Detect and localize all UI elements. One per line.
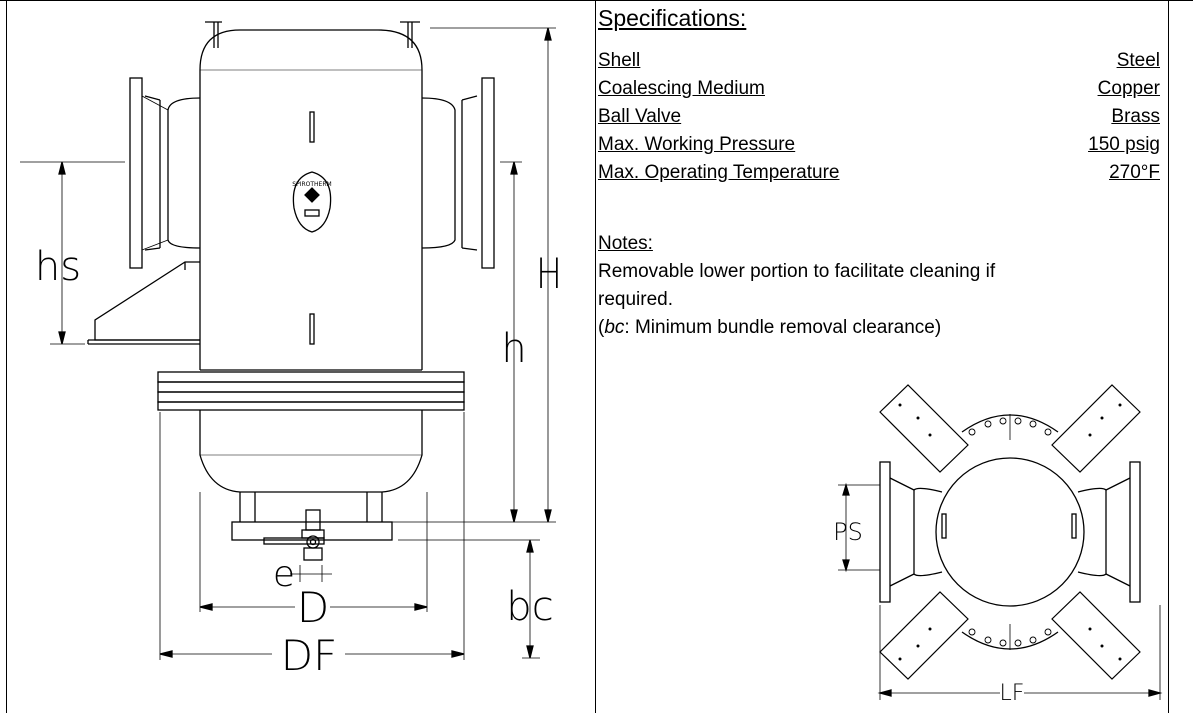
- spec-label: Max. Working Pressure: [598, 134, 796, 155]
- spec-value: Steel: [1116, 50, 1160, 71]
- spec-row-max-working-pressure: Max. Working Pressure 150 psig: [598, 134, 1160, 156]
- spec-row-ball-valve: Ball Valve Brass: [598, 106, 1160, 128]
- note-line-3: (bc: Minimum bundle removal clearance): [598, 316, 941, 340]
- note-italic-bc: bc: [604, 317, 625, 338]
- spec-value: 150 psig: [1088, 134, 1160, 155]
- dim-label-D: D: [297, 583, 329, 632]
- frame-right-border: [1168, 0, 1169, 713]
- dim-label-H: H: [536, 249, 562, 298]
- spec-row-shell: Shell Steel: [598, 50, 1160, 72]
- note-line-2: required.: [598, 289, 673, 310]
- specifications-title: Specifications:: [598, 5, 747, 31]
- dim-label-hs: hs: [35, 244, 81, 290]
- spec-label: Max. Operating Temperature: [598, 162, 840, 183]
- spec-label: Coalescing Medium: [598, 78, 765, 99]
- frame-left-border: [6, 0, 7, 713]
- spec-value: Copper: [1097, 78, 1160, 99]
- top-plan-view: [838, 384, 1163, 700]
- spec-row-coalescing-medium: Coalescing Medium Copper: [598, 78, 1160, 100]
- notes-title: Notes:: [598, 233, 653, 254]
- spirotherm-logo: SPIROTHERM: [292, 171, 332, 233]
- note-prefix: (: [598, 317, 605, 338]
- spec-label: Ball Valve: [598, 106, 682, 127]
- dim-label-PS: PS: [833, 518, 863, 546]
- svg-text:SPIROTHERM: SPIROTHERM: [292, 181, 331, 188]
- ball-valve: [263, 509, 325, 561]
- dim-label-LF: LF: [1000, 681, 1025, 706]
- spec-value: 270°F: [1109, 162, 1160, 183]
- dim-label-DF: DF: [281, 631, 338, 680]
- dim-label-bc: bc: [506, 584, 553, 630]
- note-suffix: : Minimum bundle removal clearance): [624, 317, 942, 338]
- spec-label: Shell: [598, 50, 641, 71]
- dim-label-e: e: [273, 554, 295, 595]
- frame-top-border: [0, 0, 1193, 1]
- spec-row-max-operating-temperature: Max. Operating Temperature 270°F: [598, 162, 1160, 184]
- note-line-1: Removable lower portion to facilitate cl…: [598, 261, 996, 282]
- front-elevation-view: SPIROTHERM: [20, 21, 556, 660]
- spec-value: Brass: [1111, 106, 1160, 127]
- frame-divider: [595, 0, 596, 713]
- dim-label-h: h: [501, 326, 526, 372]
